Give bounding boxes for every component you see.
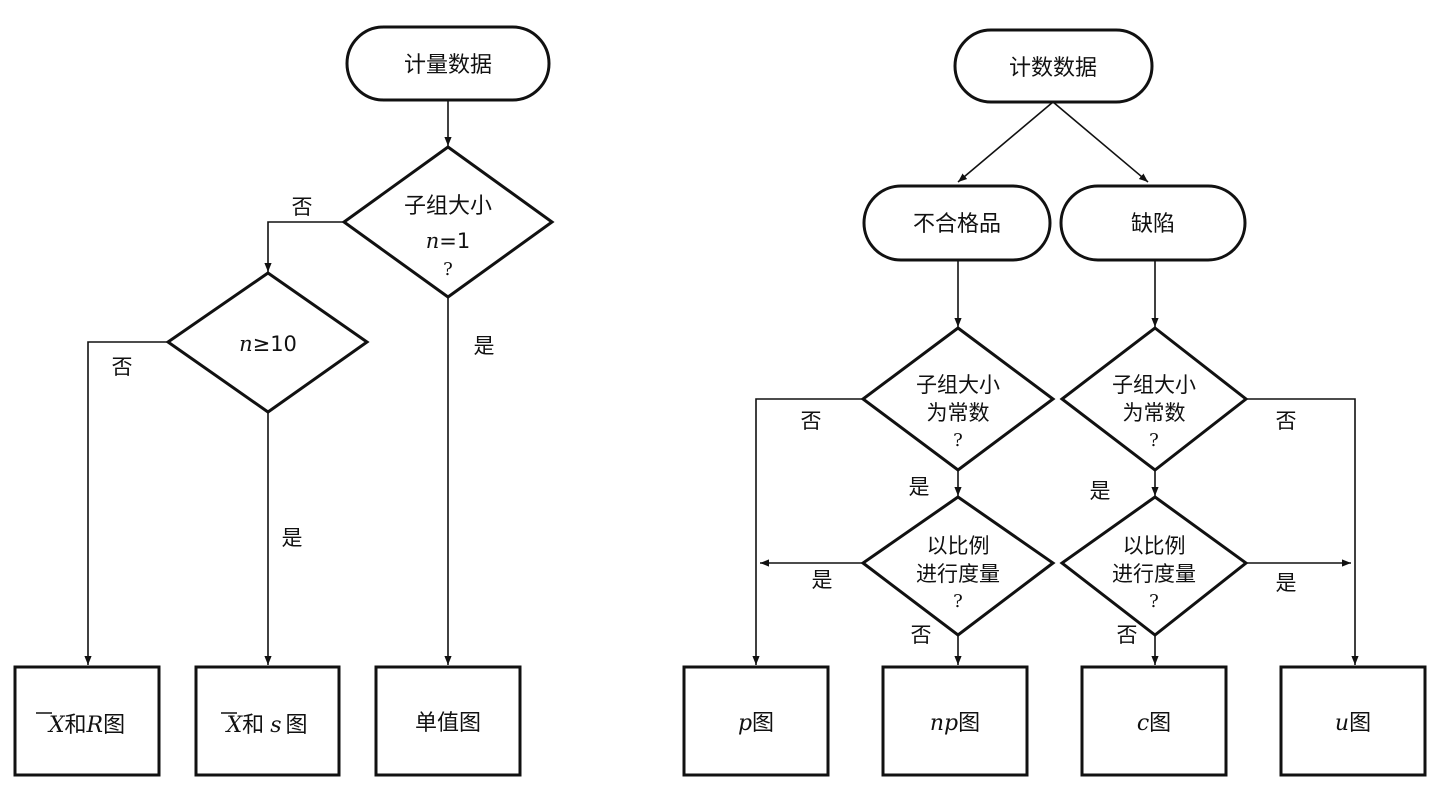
branch-label-yes: 是 xyxy=(1090,479,1111,503)
branch-label-yes: 是 xyxy=(1276,571,1297,595)
branch-label-no: 否 xyxy=(1117,623,1138,647)
branch-label-no: 否 xyxy=(292,195,313,219)
decision-n-ge-10 xyxy=(165,271,370,414)
connector xyxy=(1246,398,1359,665)
connector xyxy=(752,398,863,665)
decision-label: 子组大小 xyxy=(404,194,492,219)
decision-subgroup-constant-right xyxy=(1059,326,1249,472)
result-label-xbar-r: X和R图 xyxy=(47,713,125,738)
decision-measure-ratio-right xyxy=(1059,495,1249,637)
branch-label-no: 否 xyxy=(112,355,133,379)
branch-label-yes: 是 xyxy=(282,526,303,550)
branch-label-yes: 是 xyxy=(812,568,833,592)
result-box-individual-chart xyxy=(374,665,522,777)
decision-measure-ratio-left xyxy=(860,495,1056,637)
decision-subgroup-size-n1 xyxy=(341,145,555,299)
result-label-p: p图 xyxy=(738,711,774,736)
decision-label: 子组大小 xyxy=(916,373,1000,397)
result-box-c-chart xyxy=(1080,665,1228,777)
result-box-u-chart xyxy=(1279,665,1427,777)
terminator-nonconforming xyxy=(862,184,1052,262)
result-box-xbar-s-chart xyxy=(194,665,341,777)
connector xyxy=(84,341,168,665)
start-label: 计数数据 xyxy=(1009,56,1097,81)
result-label-np: np图 xyxy=(930,711,980,736)
start-terminator-variable-data xyxy=(345,25,551,102)
start-terminator-attribute-data xyxy=(953,28,1154,104)
result-box-p-chart xyxy=(682,665,830,777)
decision-label: 进行度量 xyxy=(916,562,1000,586)
decision-label: 以比例 xyxy=(1123,534,1186,558)
result-box-xbar-r-chart xyxy=(13,665,161,777)
branch-label-no: 否 xyxy=(801,409,822,433)
decision-label: 为常数 xyxy=(927,401,990,425)
decision-subgroup-constant-left xyxy=(860,326,1056,472)
question-mark: ? xyxy=(953,430,963,451)
question-mark: ? xyxy=(443,259,453,280)
start-label: 计量数据 xyxy=(404,53,492,78)
decision-label: 子组大小 xyxy=(1112,373,1196,397)
question-mark: ? xyxy=(1149,430,1159,451)
result-label-c: c图 xyxy=(1137,711,1171,736)
branch-label-no: 否 xyxy=(1276,409,1297,433)
terminator-label: 缺陷 xyxy=(1131,212,1175,237)
decision-condition: n≥10 xyxy=(239,332,297,356)
question-mark: ? xyxy=(1149,591,1159,612)
connector xyxy=(264,221,344,272)
question-mark: ? xyxy=(953,591,963,612)
decision-label: 为常数 xyxy=(1123,401,1186,425)
connector xyxy=(1052,101,1149,183)
connector xyxy=(957,101,1054,183)
terminator-defects xyxy=(1059,184,1247,262)
decision-label: 以比例 xyxy=(927,534,990,558)
branch-label-yes: 是 xyxy=(909,475,930,499)
right-flowchart: 计数数据 不合格品 缺陷 子组大小 为常数 ? 子组大小 为常数 ? 以比例 进… xyxy=(682,28,1427,777)
terminator-label: 不合格品 xyxy=(913,212,1001,237)
branch-label-no: 否 xyxy=(911,623,932,647)
branch-label-yes: 是 xyxy=(474,334,495,358)
decision-label: 进行度量 xyxy=(1112,562,1196,586)
decision-condition: n=1 xyxy=(426,229,471,253)
result-box-np-chart xyxy=(881,665,1029,777)
result-label-individual: 单值图 xyxy=(415,711,481,736)
result-label-u: u图 xyxy=(1335,711,1371,736)
